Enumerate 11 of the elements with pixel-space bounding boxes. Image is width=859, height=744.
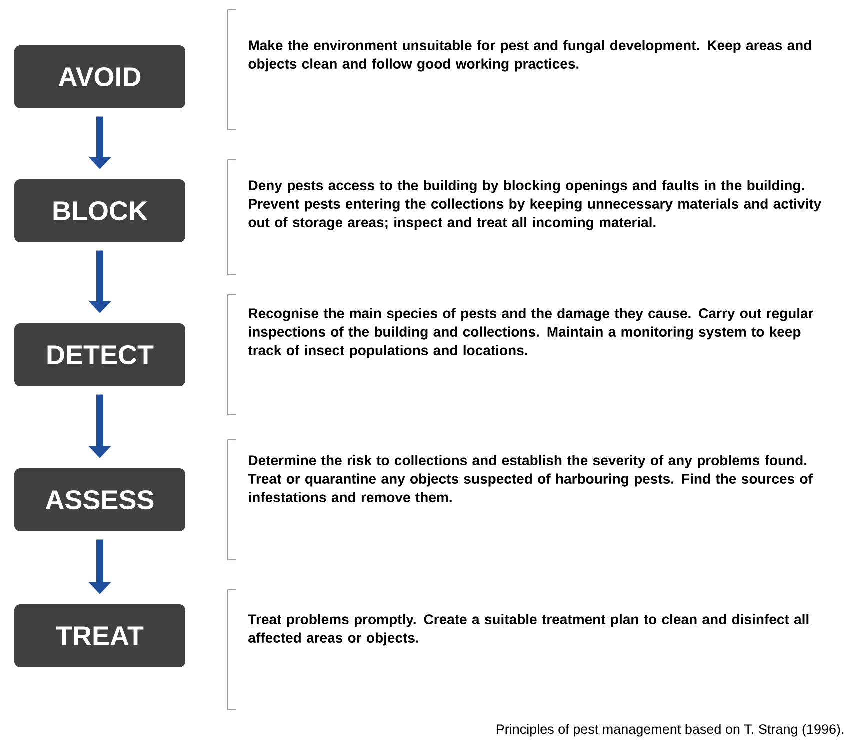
step-box: DETECT xyxy=(14,324,186,386)
step-box: AVOID xyxy=(14,46,186,108)
description-text: Recognise the main species of pests and the damage they cause. Carry out regular inspections of the building and collections. Maintain a monitoring system to keep track of insect populations and locations. xyxy=(248,308,814,358)
caption: Principles of pest management based on T. Strang (1996). xyxy=(496,724,844,737)
step-box: ASSESS xyxy=(14,468,186,532)
description-text: Determine the risk to collections and establish the severity of any problems found. Treat or quarantine any objects suspected of harbouring pests. Find the sources of infestations and remove them. xyxy=(248,455,813,502)
description-text: Deny pests access to the building by blocking openings and faults in the building. Prevent pests entering the collections by keeping unnecessary materials and activity out of storage areas; inspect and treat all incoming material. xyxy=(248,180,822,230)
step-box: TREAT xyxy=(14,604,186,668)
description-text: Make the environment unsuitable for pest and fungal development. Keep areas and objects clean and follow good working practices. xyxy=(248,40,812,72)
description-text: Treat problems promptly. Create a suitable treatment plan to clean and disinfect all affected areas or objects. xyxy=(248,614,809,646)
step-box: BLOCK xyxy=(14,180,186,242)
